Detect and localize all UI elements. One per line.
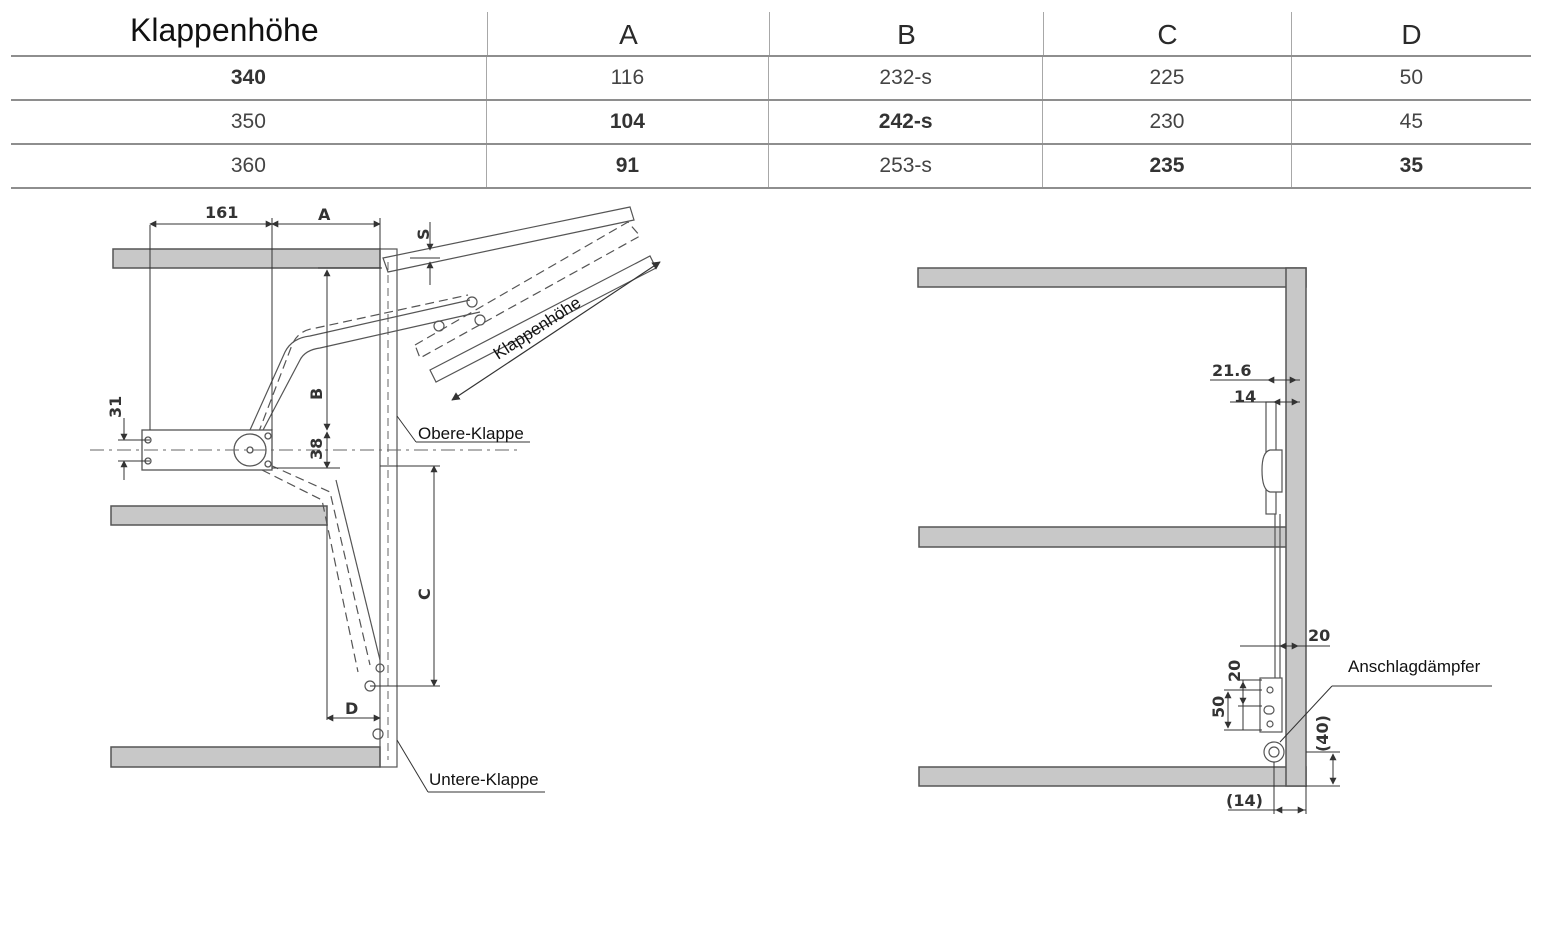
- flap-front: [379, 248, 398, 768]
- dim-s: S: [414, 228, 433, 240]
- dimension-table: Klappenhöhe A B C D 340 116 232-s 225 50…: [11, 12, 1531, 189]
- dim-14-bottom: (14): [1226, 791, 1263, 810]
- table-row: 350 104 242-s 230 45: [11, 101, 1531, 145]
- dim-d: D: [345, 699, 358, 718]
- dim-20-side: 20: [1308, 626, 1330, 645]
- right-side-drawing: 21.6 14 20 20 50 (40) (14) Anschlagdämpf…: [917, 267, 1492, 814]
- header-d: D: [1291, 12, 1531, 55]
- table-cell: 340: [230, 66, 266, 89]
- dim-b: B: [307, 388, 326, 400]
- untere-klappe-label: Untere-Klappe: [429, 770, 539, 789]
- right-bottom-panel: [918, 766, 1307, 787]
- table-cell: 232-s: [768, 57, 1042, 99]
- dim-14: 14: [1234, 387, 1256, 406]
- table-cell: 253-s: [768, 145, 1042, 187]
- table-cell: 104: [485, 101, 768, 143]
- middle-panel: [110, 505, 328, 526]
- table-cell: 360: [230, 154, 266, 177]
- dim-161: 161: [205, 203, 238, 222]
- table-row: 360 91 253-s 235 35: [11, 145, 1531, 189]
- table-cell: 225: [1042, 57, 1290, 99]
- right-middle-panel: [918, 526, 1300, 548]
- table-cell: 50: [1290, 57, 1531, 99]
- dim-31: 31: [106, 396, 125, 418]
- bottom-panel: [110, 746, 381, 768]
- table-cell: 242-s: [768, 101, 1042, 143]
- top-panel: [112, 248, 381, 269]
- table-cell: 45: [1290, 101, 1531, 143]
- table-cell: 350: [230, 110, 266, 133]
- table-row: 340 116 232-s 225 50: [11, 57, 1531, 101]
- table-cell: 91: [485, 145, 768, 187]
- dim-c: C: [415, 588, 434, 600]
- anschlagdaempfer-label: Anschlagdämpfer: [1348, 657, 1481, 676]
- table-cell: 235: [1042, 145, 1290, 187]
- header-a: A: [487, 12, 769, 55]
- table-cell: 116: [485, 57, 768, 99]
- header-b: B: [769, 12, 1043, 55]
- obere-klappe-label: Obere-Klappe: [418, 424, 524, 443]
- dim-50: 50: [1209, 696, 1228, 718]
- dim-38: 38: [307, 438, 326, 460]
- left-flap-drawing: 161 A S B 31 38 C D Klappenhöhe Obere-Kl…: [90, 203, 661, 793]
- table-cell: 230: [1042, 101, 1290, 143]
- dim-40: (40): [1313, 715, 1332, 752]
- header-klappenhoehe: Klappenhöhe: [130, 12, 319, 48]
- hinge-arm: [249, 294, 486, 740]
- right-top-panel: [917, 267, 1307, 288]
- opened-flaps: [382, 206, 661, 401]
- dim-a: A: [318, 205, 331, 224]
- klappenhoehe-label: Klappenhöhe: [490, 293, 584, 364]
- dim-20-vertical: 20: [1225, 660, 1244, 682]
- table-header-row: Klappenhöhe A B C D: [11, 12, 1531, 57]
- header-c: C: [1043, 12, 1291, 55]
- table-cell: 35: [1290, 145, 1531, 187]
- right-side-wall: [1285, 267, 1307, 787]
- dim-21-6: 21.6: [1212, 361, 1251, 380]
